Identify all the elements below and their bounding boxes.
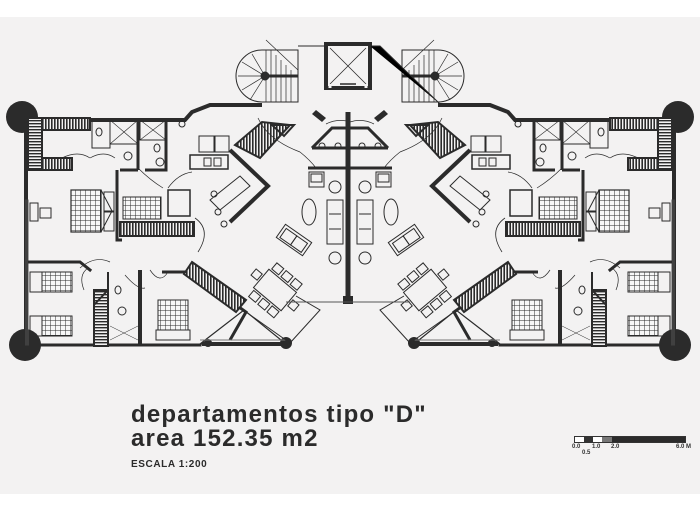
- scale-label-0-5: 0.5: [582, 450, 591, 456]
- drawing-title: departamentos tipo "D": [131, 401, 427, 428]
- title-block: departamentos tipo "D" area 152.35 m2 ES…: [131, 401, 427, 471]
- left-unit-plan: [4, 38, 352, 363]
- scale-bar: 0.0 0.5 1.0 2.0 6.0 M: [572, 436, 700, 462]
- scale-label-2: 2.0: [611, 444, 620, 450]
- building-core: [286, 42, 441, 304]
- scale-label-0: 0.0: [572, 444, 581, 450]
- scale-label-6: 6.0 M: [676, 444, 692, 450]
- drawing-scale: ESCALA 1:200: [131, 459, 208, 470]
- scale-label-1: 1.0: [592, 444, 601, 450]
- scale-bar-track: [574, 436, 686, 443]
- drawing-area: area 152.35 m2: [131, 425, 319, 452]
- right-unit-plan: [348, 38, 696, 363]
